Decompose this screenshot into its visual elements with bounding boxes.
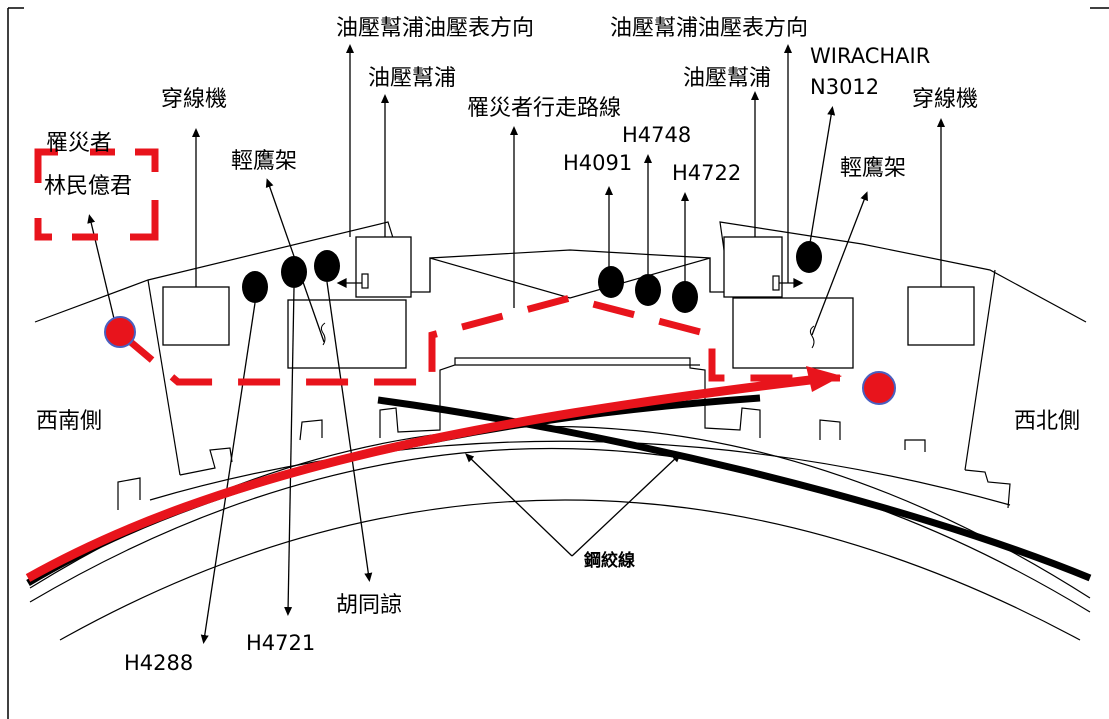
h4748-label: H4748 bbox=[622, 123, 691, 147]
steel-strand-label: 鋼絞線 bbox=[583, 550, 635, 571]
tray-squiggle-left bbox=[320, 322, 326, 346]
wirachair-label-line1: WIRACHAIR bbox=[810, 44, 930, 68]
tray-squiggle-right bbox=[809, 325, 815, 349]
worker-h4288 bbox=[242, 271, 268, 303]
southwest-side-label: 西南側 bbox=[36, 409, 102, 434]
h4721-label: H4721 bbox=[246, 631, 315, 655]
victim-start-marker bbox=[104, 316, 136, 348]
hydraulic-pump-label-left: 油壓幫浦 bbox=[368, 66, 456, 91]
worker-h4748 bbox=[635, 274, 661, 306]
worker-hu bbox=[314, 250, 340, 282]
hydraulic-pump-box-right bbox=[723, 236, 783, 298]
gauge-direction-label-left: 油壓幫浦油壓表方向 bbox=[336, 16, 534, 41]
victim-label-box bbox=[34, 148, 159, 241]
victim-path-label: 罹災者行走路線 bbox=[467, 96, 621, 121]
cable-machine-label-left: 穿線機 bbox=[161, 87, 227, 112]
hu-tongliang-label: 胡同諒 bbox=[336, 593, 402, 618]
equipment-boxes bbox=[162, 236, 975, 369]
worker-markers bbox=[242, 241, 822, 313]
gauge-direction-label-right: 油壓幫浦油壓表方向 bbox=[610, 16, 808, 41]
cable-machine-box-left bbox=[162, 286, 230, 346]
cable-machine-box-right bbox=[907, 286, 975, 346]
h4091-label: H4091 bbox=[563, 151, 632, 175]
pump-gauges bbox=[336, 273, 804, 291]
red-arrow bbox=[25, 366, 842, 582]
victim-end-marker bbox=[862, 371, 896, 405]
victim-label-line1: 罹災者 bbox=[46, 131, 112, 156]
tray-label-left: 輕鷹架 bbox=[231, 149, 297, 174]
tray-box-right bbox=[732, 297, 854, 369]
cable-machine-label-right: 穿線機 bbox=[912, 87, 978, 112]
h4722-label: H4722 bbox=[672, 161, 741, 185]
strand-main bbox=[26, 394, 761, 587]
victim-walk-path bbox=[117, 294, 840, 386]
tray-box-left bbox=[287, 299, 407, 369]
hydraulic-pump-label-right: 油壓幫浦 bbox=[683, 66, 771, 91]
page-frame bbox=[7, 7, 1109, 719]
strand-cross bbox=[377, 396, 1092, 582]
steel-strands bbox=[26, 394, 1092, 587]
worker-wirachair bbox=[796, 241, 822, 273]
worker-h4091 bbox=[598, 266, 624, 298]
northwest-side-label: 西北側 bbox=[1014, 409, 1080, 434]
leader-lines bbox=[87, 44, 945, 644]
h4288-label: H4288 bbox=[124, 651, 193, 675]
victim-label-line2: 林民億君 bbox=[44, 174, 132, 199]
worker-h4722 bbox=[672, 281, 698, 313]
tray-label-right: 輕鷹架 bbox=[840, 156, 906, 181]
worker-h4721 bbox=[281, 256, 307, 288]
wirachair-label-line2: N3012 bbox=[810, 75, 879, 99]
